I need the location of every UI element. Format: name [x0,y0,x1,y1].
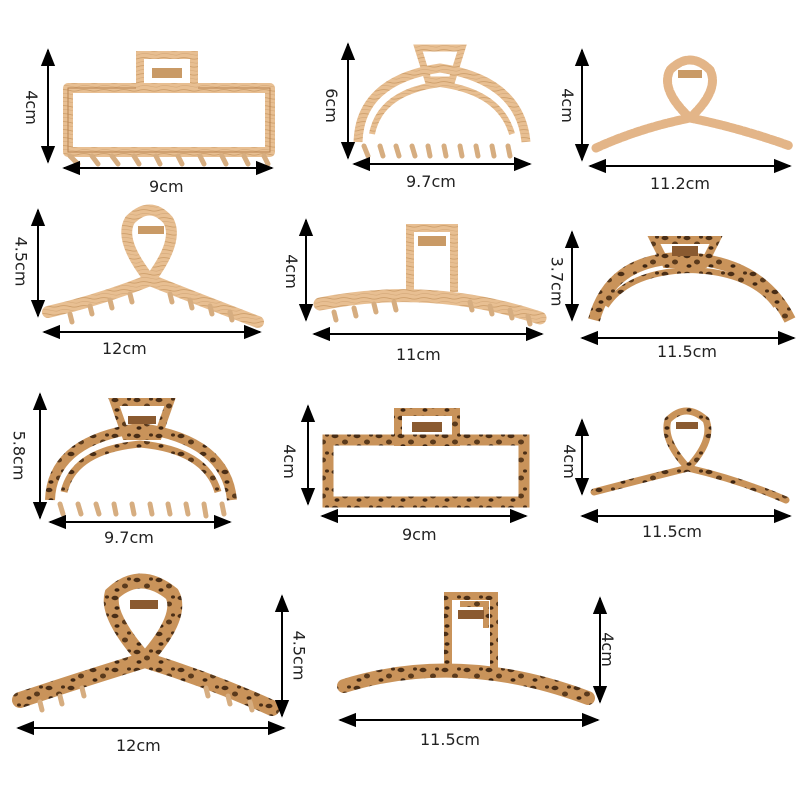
height-label-8: 4cm [279,444,299,479]
width-label-1: 9cm [149,177,184,196]
width-label-6: 11.5cm [657,342,718,361]
dimension-arrows-2 [340,42,532,172]
dimension-arrows-5 [298,218,544,342]
width-label-9: 11.5cm [642,522,703,541]
dimension-arrows-9 [574,418,792,524]
width-label-5: 11cm [396,345,441,364]
height-label-2: 6cm [321,88,341,123]
width-label-10: 12cm [116,736,161,755]
product-leopard-loop-thin [590,407,790,504]
dimension-arrows-1 [40,48,274,176]
height-label-9: 4cm [559,444,579,479]
product-leopard-bar [337,592,595,705]
height-label-6: 3.7cm [547,256,567,307]
dimension-arrows-10 [16,594,290,736]
product-leopard-loop [12,573,280,716]
dimension-arrows-3 [574,48,792,174]
height-label-5: 4cm [281,254,301,289]
width-label-3: 11.2cm [650,174,711,193]
height-label-3: 4cm [557,88,577,123]
product-wood-loop [42,204,264,328]
height-label-7: 5.8cm [9,430,29,481]
width-label-11: 11.5cm [420,730,481,749]
height-label-10: 4.5cm [289,630,309,681]
dimension-arrows-11 [338,596,608,728]
height-label-1: 4cm [21,90,41,125]
dimension-arrows-8 [300,404,528,524]
dimension-arrows-7 [32,392,232,530]
product-wood-twisted-loop [591,55,795,153]
product-wood-bar [313,224,547,327]
dimension-arrows-6 [564,230,796,346]
width-label-7: 9.7cm [104,528,154,547]
product-leopard-rectangle [322,408,530,508]
product-leopard-arch [45,398,237,519]
width-label-4: 12cm [102,339,147,358]
product-leopard-arch-slim [588,236,796,323]
height-label-11: 4cm [597,632,617,667]
width-label-8: 9cm [402,525,437,544]
dimension-arrows-4 [30,208,262,340]
width-label-2: 9.7cm [406,172,456,191]
product-wood-rectangle [63,51,275,167]
product-wood-arch [353,44,531,159]
height-label-4: 4.5cm [11,236,31,287]
